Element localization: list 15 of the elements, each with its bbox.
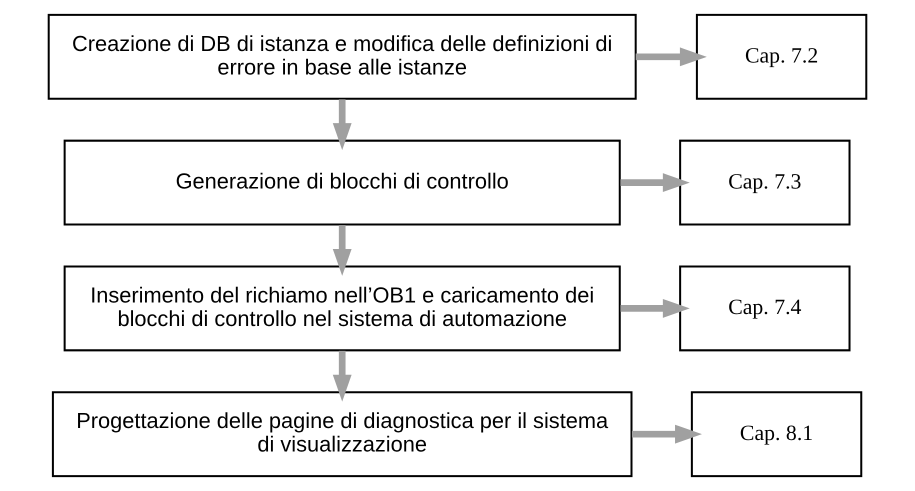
arrow (332, 99, 352, 150)
arrow (332, 225, 352, 276)
arrow (636, 47, 707, 66)
node-box: Generazione di blocchi di controllo (64, 140, 621, 226)
arrow (632, 424, 702, 444)
node-box: Cap. 7.2 (696, 14, 868, 100)
node-box: Inserimento del richiamo nell’OB1 e caricamento dei blocchi di controllo nel sistema di automazione (64, 265, 621, 352)
node-box: Cap. 7.4 (679, 265, 851, 352)
arrow (620, 173, 690, 192)
node-box: Cap. 7.3 (679, 140, 851, 226)
node-box: Creazione di DB di istanza e modifica delle definizioni di errore in base alle istanze (48, 14, 637, 100)
node-box: Progettazione delle pagine di diagnostica per il sistema di visualizzazione (52, 391, 632, 478)
arrow (620, 298, 690, 318)
arrow (332, 350, 352, 402)
node-box: Cap. 8.1 (690, 391, 862, 478)
